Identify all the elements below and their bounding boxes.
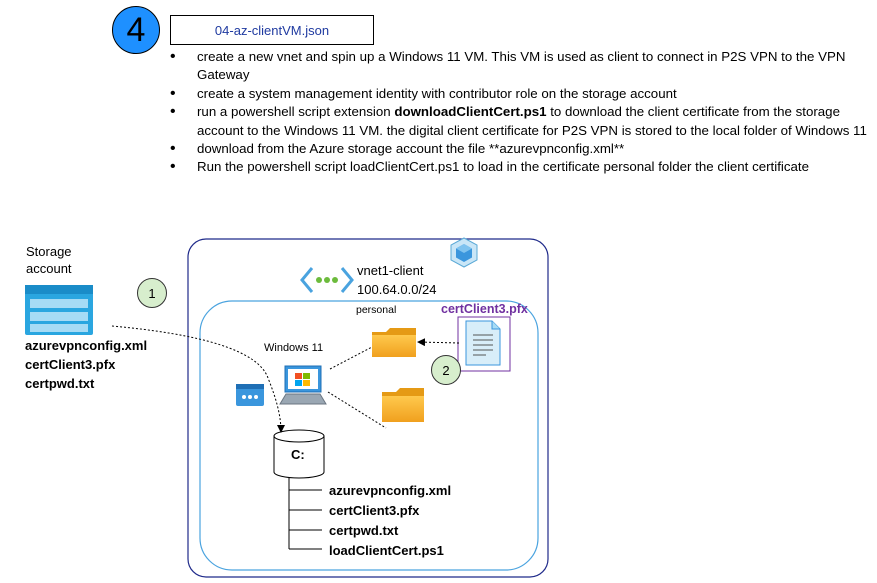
step-marker-2: 2 (431, 355, 461, 385)
storage-file-list: azurevpnconfig.xml certClient3.pfx certp… (25, 336, 147, 393)
certificate-icon (465, 320, 501, 366)
folder-icon (372, 328, 416, 357)
vnet-address: 100.64.0.0/24 (357, 282, 437, 297)
outer-region-border (187, 238, 549, 578)
vnet-icon (300, 267, 354, 293)
step-description-list: create a new vnet and spin up a Windows … (168, 48, 877, 177)
storage-file: certClient3.pfx (25, 357, 116, 372)
storage-file: certpwd.txt (25, 376, 95, 391)
drive-file: azurevpnconfig.xml (329, 483, 452, 498)
bullet-item: create a system management identity with… (170, 85, 877, 104)
vnet-label: vnet1-client 100.64.0.0/24 (357, 261, 437, 299)
resource-group-icon (450, 237, 478, 268)
diagram-canvas (25, 237, 549, 578)
cert-to-folder-arrow (417, 338, 460, 347)
folder-icon (382, 388, 424, 422)
file-name-box: 04-az-clientVM.json (170, 15, 374, 45)
certificate-frame (457, 316, 511, 372)
file-tree-lines (288, 478, 322, 550)
vm-to-folder-link (329, 346, 373, 370)
storage-account-icon (25, 285, 93, 335)
step-marker-1: 1 (137, 278, 167, 308)
storage-file: azurevpnconfig.xml (25, 338, 148, 353)
drive-file: certClient3.pfx (329, 503, 420, 518)
vm-to-folder-link (327, 391, 387, 429)
certificate-label: certClient3.pfx (441, 302, 528, 316)
vnet-region-border (199, 300, 539, 571)
personal-folder-label: personal (356, 304, 397, 316)
drive-cylinder-icon (273, 429, 325, 479)
windows-vm-icon (279, 365, 327, 405)
vm-extension-icon (236, 384, 264, 406)
bullet-item: create a new vnet and spin up a Windows … (170, 48, 877, 85)
vm-label: Windows 11 (264, 342, 324, 354)
bullet-item: download from the Azure storage account … (170, 140, 877, 159)
bullet-item: Run the powershell script loadClientCert… (170, 158, 877, 177)
storage-account-label: Storage account (26, 244, 72, 276)
vnet-name: vnet1-client (357, 263, 424, 278)
drive-file: certpwd.txt (329, 523, 399, 538)
bullet-item: run a powershell script extension downlo… (170, 103, 877, 140)
step-number-badge: 4 (112, 6, 160, 54)
drive-label: C: (291, 447, 305, 462)
drive-file: loadClientCert.ps1 (329, 543, 444, 558)
download-arrow (111, 325, 285, 433)
